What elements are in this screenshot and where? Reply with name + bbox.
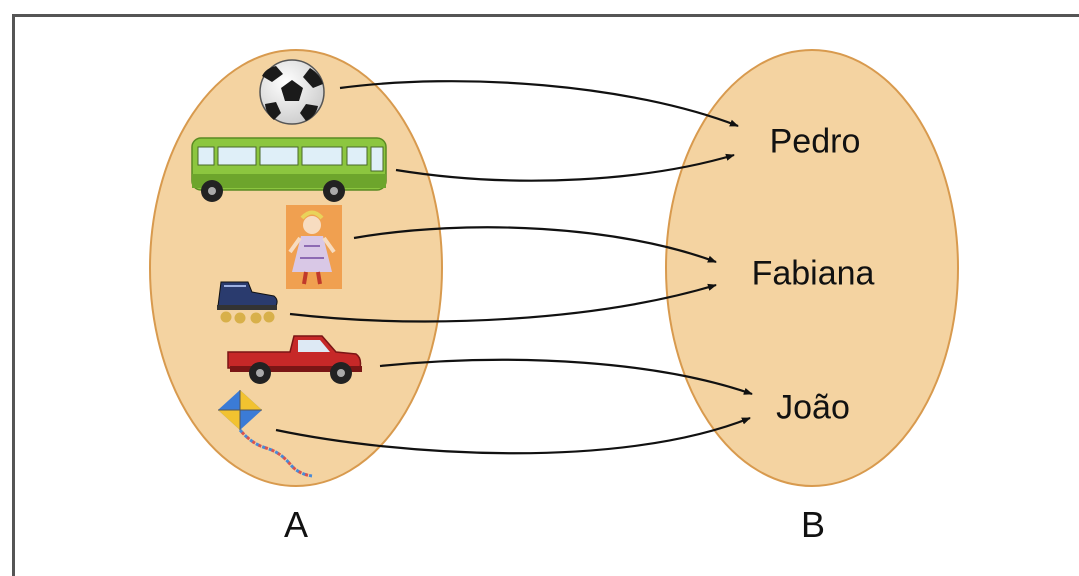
soccer-ball-icon: [259, 59, 325, 125]
bus-icon: [191, 137, 387, 202]
arrow-ball-to-pedro: [339, 80, 739, 128]
set-b-label: B: [800, 504, 826, 545]
target-label-fabiana: Fabiana: [751, 254, 875, 293]
arrow-bus-to-pedro: [395, 153, 735, 182]
pickup-truck-icon: [227, 335, 362, 384]
doll-icon: [286, 205, 342, 289]
target-label-joao: João: [776, 388, 850, 427]
arrow-kite-to-joao: [275, 416, 751, 455]
arrow-doll-to-fabiana: [353, 226, 717, 264]
roller-skate-icon: [217, 281, 278, 324]
arrow-truck-to-joao: [379, 358, 753, 396]
set-b-ellipse: [665, 49, 959, 487]
set-a-label: A: [283, 504, 309, 545]
kite-icon: [218, 390, 313, 478]
arrow-skate-to-fabiana: [289, 283, 717, 323]
diagram-frame: [12, 14, 1079, 576]
target-label-pedro: Pedro: [769, 122, 861, 161]
